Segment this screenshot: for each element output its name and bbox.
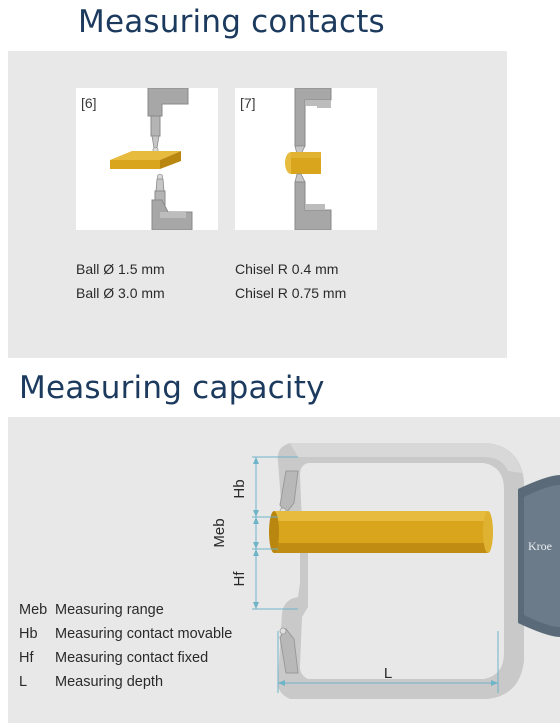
legend-abbr: Hb <box>19 626 38 642</box>
spec-line: Chisel R 0.75 mm <box>235 285 347 301</box>
legend-row: Hb Measuring contact movable <box>19 622 232 646</box>
spec-line: Chisel R 0.4 mm <box>235 261 339 277</box>
legend-abbr: Hf <box>19 650 34 666</box>
hf-dimension-label: Hf <box>231 571 248 587</box>
capacity-title: Measuring capacity <box>19 370 325 406</box>
ball-contact-image: [6] <box>76 88 218 230</box>
hb-dimension-label: Hb <box>231 479 248 498</box>
legend-row: Hf Measuring contact fixed <box>19 646 232 670</box>
item-number: [7] <box>240 95 256 111</box>
legend-text: Measuring range <box>55 602 164 618</box>
item-number: [6] <box>81 95 97 111</box>
legend-text: Measuring contact fixed <box>55 650 209 666</box>
chisel-contact-specs: Chisel R 0.4 mm Chisel R 0.75 mm <box>235 257 346 305</box>
legend-text: Measuring depth <box>55 674 164 690</box>
chisel-contact-illustration <box>285 88 332 230</box>
ball-contact-illustration <box>110 88 193 230</box>
spec-line: Ball Ø 3.0 mm <box>76 285 165 301</box>
legend-abbr: L <box>19 674 28 690</box>
ball-contact-specs: Ball Ø 1.5 mm Ball Ø 3.0 mm <box>76 257 165 305</box>
capacity-legend: Meb Measuring range Hb Measuring contact m… <box>19 598 232 694</box>
brand-label: Kroe <box>528 539 552 553</box>
l-dimension-label: L <box>384 665 392 682</box>
legend-row: L Measuring depth <box>19 670 232 694</box>
spec-line: Ball Ø 1.5 mm <box>76 261 165 277</box>
capacity-diagram: Kroe Hb Meb Hf L <box>211 443 560 699</box>
contacts-title: Measuring contacts <box>78 4 385 40</box>
legend-row: Meb Measuring range <box>19 598 232 622</box>
legend-text: Measuring contact movable <box>55 626 233 642</box>
chisel-contact-image: [7] <box>235 88 377 230</box>
meb-dimension-label: Meb <box>211 518 228 547</box>
legend-abbr: Meb <box>19 602 48 618</box>
